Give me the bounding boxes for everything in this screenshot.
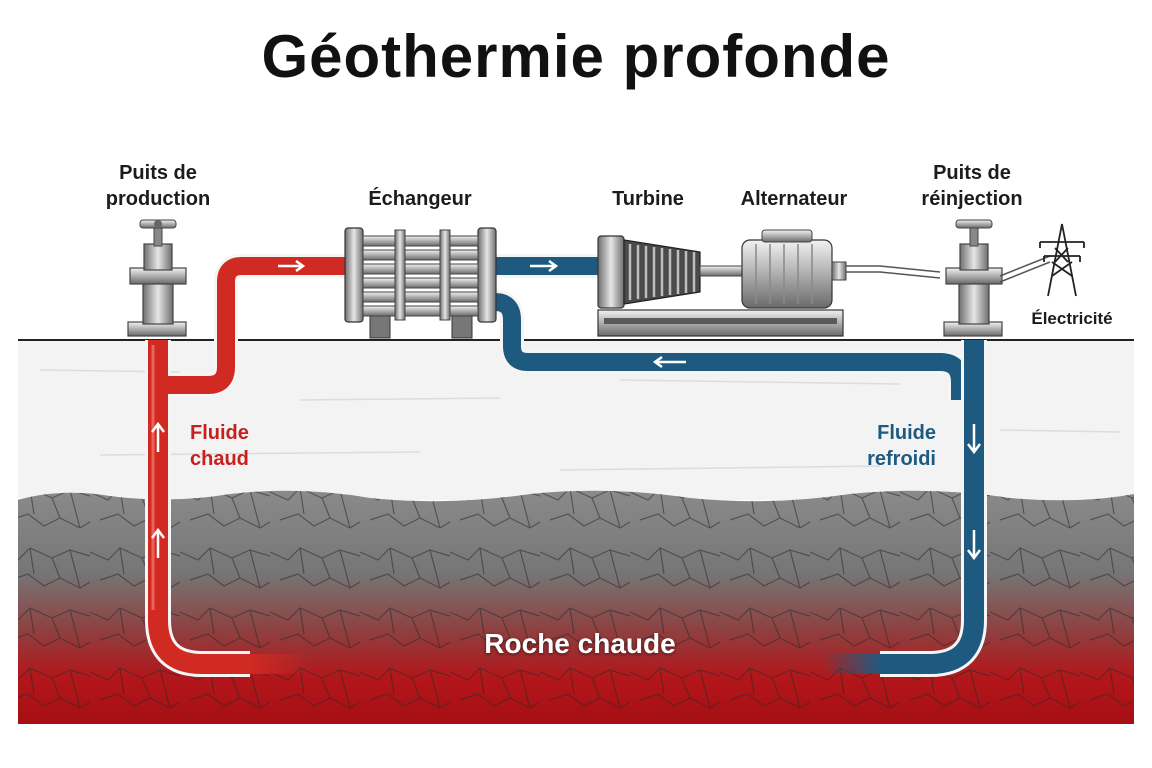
cold-flow-arrow-1 (530, 259, 559, 273)
page-title: Géothermie profonde (261, 23, 891, 90)
hot-flow-arrow (278, 259, 306, 273)
reinjection-well-label: Puits de réinjection (921, 162, 1023, 210)
production-well-label: Puits de production (105, 162, 211, 210)
cold-pipe-fade (822, 654, 882, 674)
turbine-label: Turbine (612, 188, 684, 210)
electricity-label: Électricité (1031, 309, 1113, 328)
reinjection-wellhead (943, 219, 1003, 337)
down-arrow-1 (967, 424, 981, 455)
hot-rock-label: Roche chaude (484, 628, 676, 659)
hot-fluid-label: Fluide chaud (190, 422, 249, 470)
alternator (741, 229, 847, 309)
up-arrow-2 (151, 527, 165, 558)
turbine (597, 235, 743, 309)
up-arrow-1 (151, 421, 165, 452)
power-cable (846, 265, 941, 279)
exchanger-label: Échangeur (368, 188, 472, 210)
production-wellhead (127, 219, 187, 337)
alternator-label: Alternateur (740, 188, 848, 210)
hot-pipe-fade (248, 654, 308, 674)
electricity-pylon (1039, 223, 1085, 297)
heat-exchanger (344, 227, 497, 339)
cold-flow-arrow-2 (652, 355, 686, 369)
down-arrow-2 (967, 530, 981, 561)
cooled-fluid-label: Fluide refroidi (867, 422, 936, 470)
